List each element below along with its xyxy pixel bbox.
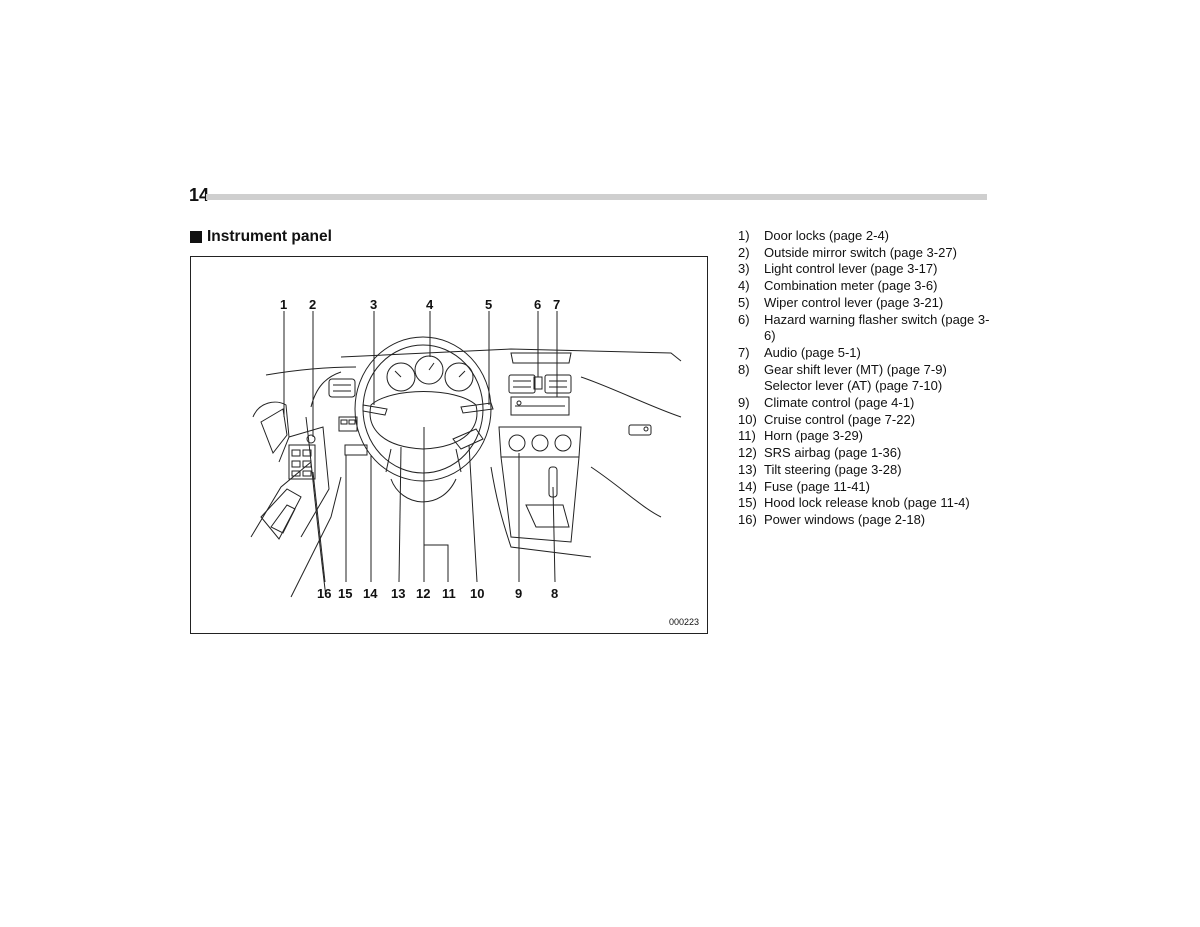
legend-item-text: Power windows (page 2-18) — [764, 511, 926, 527]
legend-item: 2) Outside mirror switch (page 3-27) — [738, 245, 998, 262]
callout-11: 11 — [442, 586, 456, 601]
legend-item-number: 16) — [738, 511, 757, 527]
square-bullet-icon — [190, 231, 202, 243]
legend-item-number: 11) — [738, 428, 756, 444]
legend-item-number: 14) — [738, 478, 757, 494]
legend-item: 16) Power windows (page 2-18) — [738, 512, 998, 529]
legend-item-number: 7) — [738, 344, 750, 360]
callout-6: 6 — [534, 297, 541, 312]
legend-item: 3) Light control lever (page 3-17) — [738, 261, 998, 278]
legend-item-text: Combination meter (page 3-6) — [764, 278, 938, 294]
legend-item: 8) Gear shift lever (MT) (page 7-9) Selec… — [738, 362, 998, 395]
legend-item-text: Cruise control (page 7-22) — [764, 411, 916, 427]
legend-item: 11) Horn (page 3-29) — [738, 428, 998, 445]
legend-item: 5) Wiper control lever (page 3-21) — [738, 295, 998, 312]
callout-2: 2 — [309, 297, 316, 312]
legend-item-number: 1) — [738, 228, 750, 243]
legend-item-text: Fuse (page 11-41) — [764, 478, 870, 494]
legend-item: 6) Hazard warning flasher switch (page 3-… — [738, 312, 998, 345]
legend-item-text: Hazard warning flasher switch (page 3-6) — [764, 311, 990, 344]
legend-item: 12) SRS airbag (page 1-36) — [738, 445, 998, 462]
callout-8: 8 — [551, 586, 558, 601]
figure-code: 000223 — [668, 617, 699, 627]
callout-10: 10 — [470, 586, 484, 601]
legend-item: 1) Door locks (page 2-4) — [738, 228, 998, 245]
callout-15: 15 — [338, 586, 352, 601]
legend-list: 1) Door locks (page 2-4) 2) Outside mirror… — [738, 228, 998, 529]
legend-item-text: SRS airbag (page 1-36) — [764, 445, 902, 461]
callout-5: 5 — [485, 297, 492, 312]
legend-item: 10) Cruise control (page 7-22) — [738, 412, 998, 429]
callout-13: 13 — [391, 586, 405, 601]
legend-item-text: Light control lever (page 3-17) — [764, 261, 938, 277]
callout-16: 16 — [317, 586, 331, 601]
legend-item-number: 4) — [738, 278, 750, 294]
callout-1: 1 — [280, 297, 287, 312]
legend-item-text: Hood lock release knob (page 11-4) — [764, 495, 970, 511]
section-title-text: Instrument panel — [207, 228, 332, 245]
legend-item-text: Audio (page 5-1) — [764, 344, 861, 360]
callout-9: 9 — [515, 586, 522, 601]
legend-item-number: 12) — [738, 445, 757, 461]
legend-item-number: 9) — [738, 395, 750, 411]
legend-item-number: 2) — [738, 244, 750, 260]
legend-item: 13) Tilt steering (page 3-28) — [738, 462, 998, 479]
legend-item: 14) Fuse (page 11-41) — [738, 479, 998, 496]
header-rule — [206, 194, 987, 200]
legend-item-number: 13) — [738, 461, 757, 477]
legend-item: 15) Hood lock release knob (page 11-4) — [738, 495, 998, 512]
legend-item-number: 5) — [738, 294, 750, 310]
legend-item-number: 15) — [738, 495, 757, 511]
legend-item: 7) Audio (page 5-1) — [738, 345, 998, 362]
legend-item-text: Tilt steering (page 3-28) — [764, 461, 902, 477]
callout-7: 7 — [553, 297, 560, 312]
callout-4: 4 — [426, 297, 434, 312]
legend-item-number: 3) — [738, 261, 750, 277]
legend-item-number: 10) — [738, 411, 757, 427]
callout-12: 12 — [416, 586, 430, 601]
callout-3: 3 — [370, 297, 377, 312]
legend-item-text: Wiper control lever (page 3-21) — [764, 294, 944, 310]
legend-item-text: Door locks (page 2-4) — [764, 228, 889, 243]
legend-item: 4) Combination meter (page 3-6) — [738, 278, 998, 295]
page-number: 14 — [189, 185, 210, 205]
legend-item-text: Gear shift lever (MT) (page 7-9) Selecto… — [764, 361, 947, 394]
legend-item-text: Horn (page 3-29) — [764, 428, 863, 444]
legend-item-number: 6) — [738, 311, 750, 327]
legend-item-text: Climate control (page 4-1) — [764, 395, 915, 411]
callout-14: 14 — [363, 586, 378, 601]
instrument-panel-figure: 1 2 3 4 5 6 7 16 15 14 13 12 11 10 9 8 0… — [190, 256, 708, 634]
legend-item-text: Outside mirror switch (page 3-27) — [764, 244, 957, 260]
legend-item: 9) Climate control (page 4-1) — [738, 395, 998, 412]
section-title: Instrument panel — [190, 228, 332, 246]
instrument-panel-illustration: 1 2 3 4 5 6 7 16 15 14 13 12 11 10 9 8 — [250, 297, 682, 601]
legend-item-number: 8) — [738, 361, 750, 377]
